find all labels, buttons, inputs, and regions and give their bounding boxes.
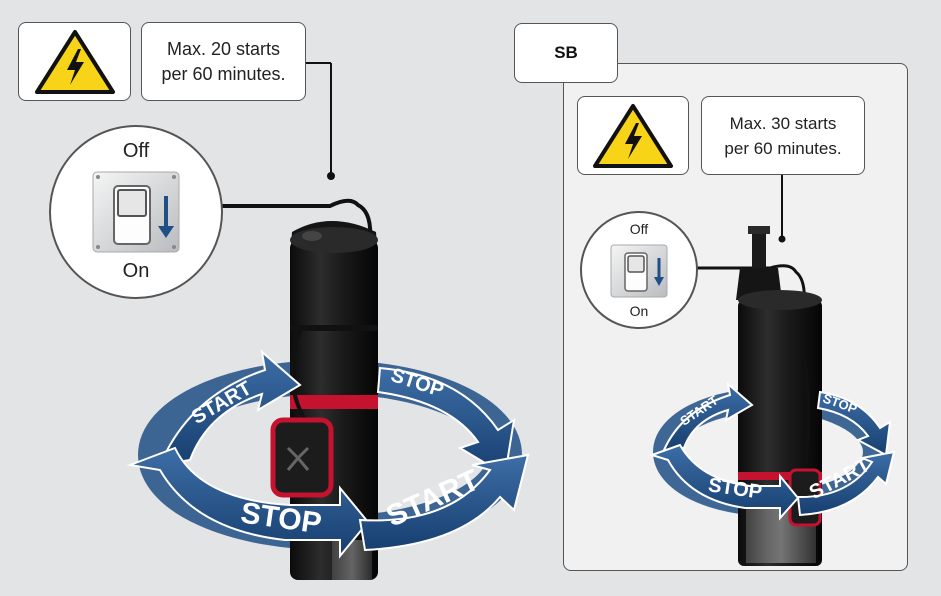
arrow-down-icon-left <box>158 226 174 238</box>
starts-limit-note-left: Max. 20 starts per 60 minutes. <box>141 22 306 101</box>
high-voltage-warning-icon-right <box>593 103 673 168</box>
warning-box-right <box>577 96 689 175</box>
switch-on-label-left: On <box>122 260 150 282</box>
sb-tab-label: SB <box>554 43 578 62</box>
cable-left <box>220 198 373 300</box>
switch-on-label-right: On <box>629 303 649 319</box>
switch-bubble-left <box>49 125 223 299</box>
starts-limit-note-right: Max. 30 starts per 60 minutes. <box>701 96 865 175</box>
rotation-arrows-right <box>648 381 896 521</box>
starts-limit-text-right: Max. 30 starts per 60 minutes. <box>724 113 842 158</box>
switch-off-label-left: Off <box>122 140 150 162</box>
leader-dot-left <box>327 172 335 180</box>
high-voltage-warning-icon <box>34 29 115 94</box>
leader-dot-right <box>778 235 786 243</box>
arrow-down-icon-right <box>654 277 664 286</box>
switch-off-label-right: Off <box>629 221 649 237</box>
float-switch-left <box>270 329 334 498</box>
warning-box-left <box>18 22 131 101</box>
rotation-arrows-left <box>126 349 530 559</box>
sb-variant-tab: SB <box>514 23 618 83</box>
starts-limit-text-left: Max. 20 starts per 60 minutes. <box>161 38 286 84</box>
switch-bubble-right <box>580 211 698 329</box>
